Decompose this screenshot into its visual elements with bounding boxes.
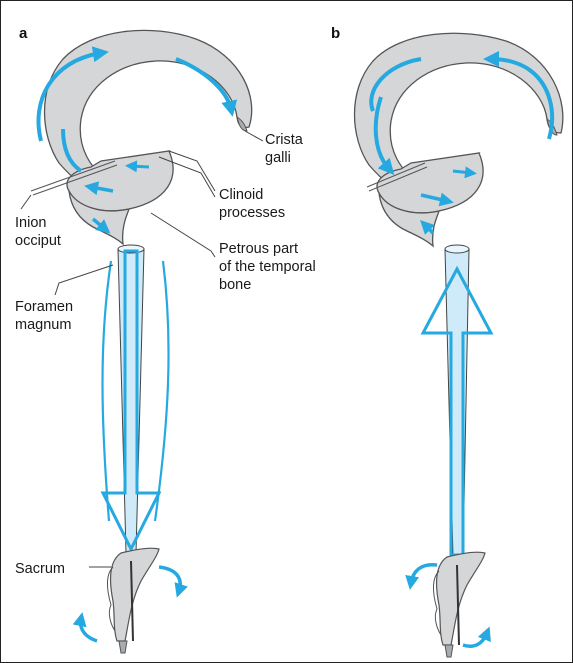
label-sacrum: Sacrum [15,561,65,577]
label-petrous-line2: of the temporal [219,259,316,275]
sacrum-arrow-b-1 [411,565,437,583]
flow-arrow-b-4 [453,171,471,173]
label-crista-line1: Crista [265,132,304,148]
skull-b [355,33,563,246]
label-inion-line1: Inion [15,215,46,231]
label-clinoid-line2: processes [219,205,285,221]
spinal-column-b [445,249,469,557]
sacrum-a [108,548,160,653]
label-foramen-line1: Foramen [15,299,73,315]
label-foramen-line2: magnum [15,317,71,333]
label-inion-line2: occiput [15,233,61,249]
dural-line-right-a [155,261,169,521]
label-petrous-line3: bone [219,277,251,293]
sacrum-arrow-a-1 [159,567,180,591]
flow-arrow-a-4 [131,166,149,167]
label-clinoid-line1: Clinoid [219,187,263,203]
foramen-opening-b [445,245,469,253]
spinal-column-a [118,249,144,553]
label-petrous-line1: Petrous part [219,241,298,257]
label-crista-line2: galli [265,150,291,166]
dural-line-left-a [103,261,112,521]
panel-label-a: a [19,25,28,42]
sacrum-b [434,552,486,657]
sacrum-arrow-b-2 [463,633,487,646]
panel-label-b: b [331,25,340,42]
sacrum-arrow-a-2 [81,619,97,641]
